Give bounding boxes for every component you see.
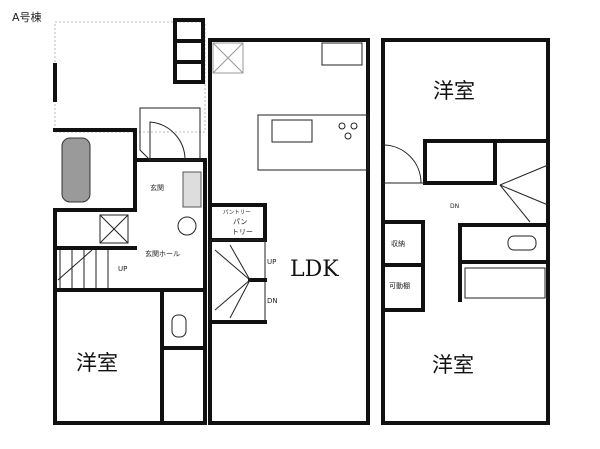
closet-top	[423, 139, 497, 185]
pantry-label-line2: トリー	[232, 228, 253, 236]
western-room-bottom-label: 洋室	[432, 353, 474, 377]
western-room-label: 洋室	[76, 351, 118, 375]
toilet-icon	[507, 235, 537, 251]
building-label: A号棟	[12, 10, 42, 24]
pantry-label: パントリー	[223, 209, 251, 216]
balcony-outline	[54, 21, 206, 133]
kitchen-counter	[257, 114, 369, 171]
adjustable-shelf-label: 可動棚	[389, 281, 410, 290]
kitchen-sink	[271, 119, 313, 143]
stairs-up-label: UP	[118, 265, 127, 273]
ldk-label: LDK	[290, 257, 339, 282]
shoe-cabinet	[182, 171, 202, 208]
adjustable-shelf	[381, 263, 425, 312]
stairs-up-label: UP	[267, 258, 276, 266]
storage-label: 収納	[391, 239, 405, 248]
outdoor-unit	[173, 18, 205, 84]
sink-icon	[177, 216, 197, 236]
floor-3: DN 収納 可動棚 洋室 洋室	[381, 38, 550, 425]
washer-space	[99, 214, 129, 244]
bathtub	[61, 137, 91, 203]
stairs-down-label: DN	[450, 203, 459, 210]
toilet-icon	[171, 314, 187, 338]
floor-1: UP 玄関 玄関ホール 洋室	[53, 18, 207, 425]
pantry-label-line1: パン	[233, 218, 247, 226]
stairs-down-label: DN	[267, 297, 278, 305]
entrance-label: 玄関	[150, 183, 164, 192]
western-room-top-label: 洋室	[433, 79, 475, 103]
floor-2: パントリー パン トリー UP DN LDK	[208, 38, 370, 425]
stove-icon	[338, 122, 358, 140]
stairs-floor1	[57, 249, 109, 288]
entrance-hall-label: 玄関ホール	[145, 249, 180, 258]
